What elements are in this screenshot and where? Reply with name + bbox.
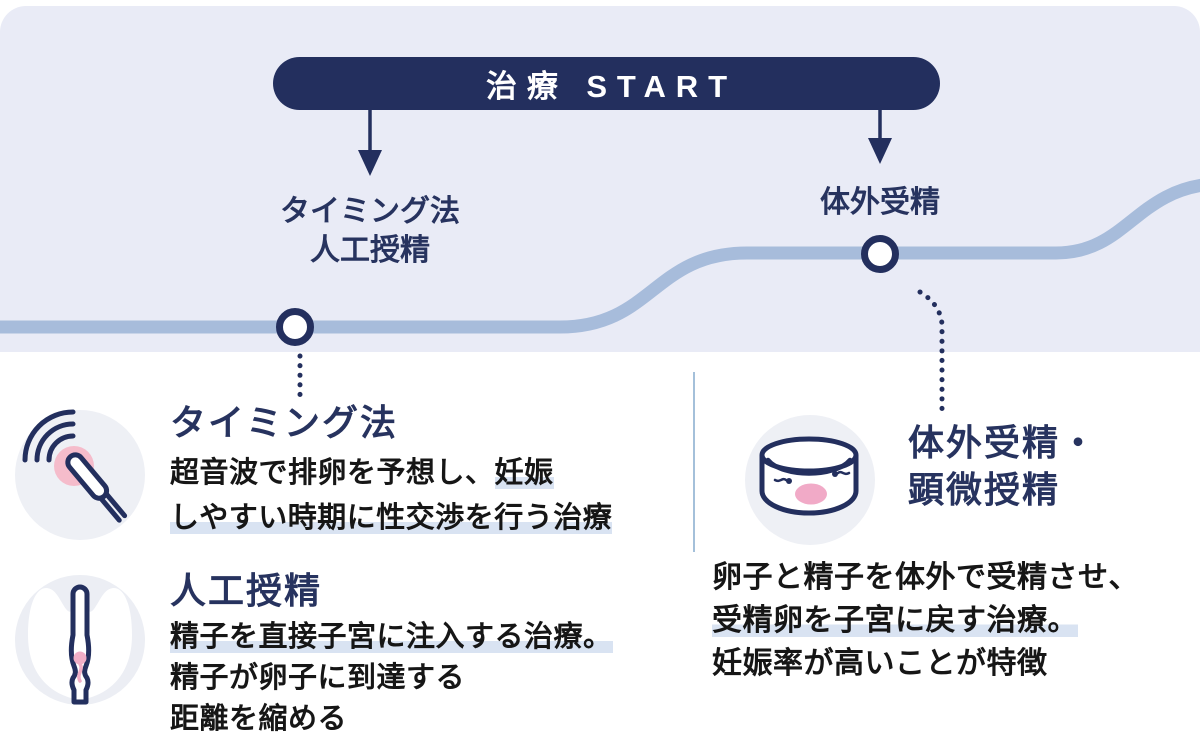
- section-divider: [693, 372, 695, 552]
- branch-label-aih: 人工授精: [310, 234, 430, 267]
- ivf-desc-line1: 卵子と精子を体外で受精させ、: [712, 561, 1139, 594]
- timing-desc-line1: 超音波で排卵を予想し、妊娠: [170, 457, 554, 489]
- aih-section-description: 精子を直接子宮に注入する治療。 精子が卵子に到達する 距離を縮める: [170, 617, 613, 740]
- branch-label-timing-aih: タイミング法 人工授精: [255, 192, 485, 270]
- ultrasound-probe-icon: [15, 409, 145, 540]
- petri-dish-icon: [745, 415, 875, 545]
- ivf-section-description: 卵子と精子を体外で受精させ、 受精卵を子宮に戻す治療。 妊娠率が高いことが特徴: [712, 556, 1139, 685]
- aih-desc-line3: 距離を縮める: [170, 703, 348, 735]
- ivf-title-line2: 顕微授精: [908, 469, 1061, 510]
- aih-desc-line1: 精子を直接子宮に注入する治療。: [170, 621, 613, 653]
- timing-section-description: 超音波で排卵を予想し、妊娠 しやすい時期に性交渉を行う治療: [170, 451, 613, 541]
- ivf-desc-line2: 受精卵を子宮に戻す治療。: [712, 604, 1078, 637]
- branch-label-ivf: 体外受精: [820, 186, 940, 219]
- aih-section-title: 人工授精: [170, 570, 323, 611]
- aih-desc-line2: 精子が卵子に到達する: [170, 662, 466, 694]
- ivf-title-line1: 体外受精・: [908, 422, 1099, 463]
- insemination-catheter-icon: [15, 575, 145, 705]
- branch-label-timing: タイミング法: [280, 195, 460, 228]
- ivf-section-title: 体外受精・ 顕微授精: [908, 419, 1098, 513]
- treatment-start-label: 治療 START: [485, 69, 737, 104]
- timing-section-title: タイミング法: [170, 402, 399, 443]
- timing-desc-line2: しやすい時期に性交渉を行う治療: [170, 502, 613, 534]
- ivf-desc-line3: 妊娠率が高いことが特徴: [712, 647, 1048, 680]
- treatment-start-pill: 治療 START: [273, 57, 940, 110]
